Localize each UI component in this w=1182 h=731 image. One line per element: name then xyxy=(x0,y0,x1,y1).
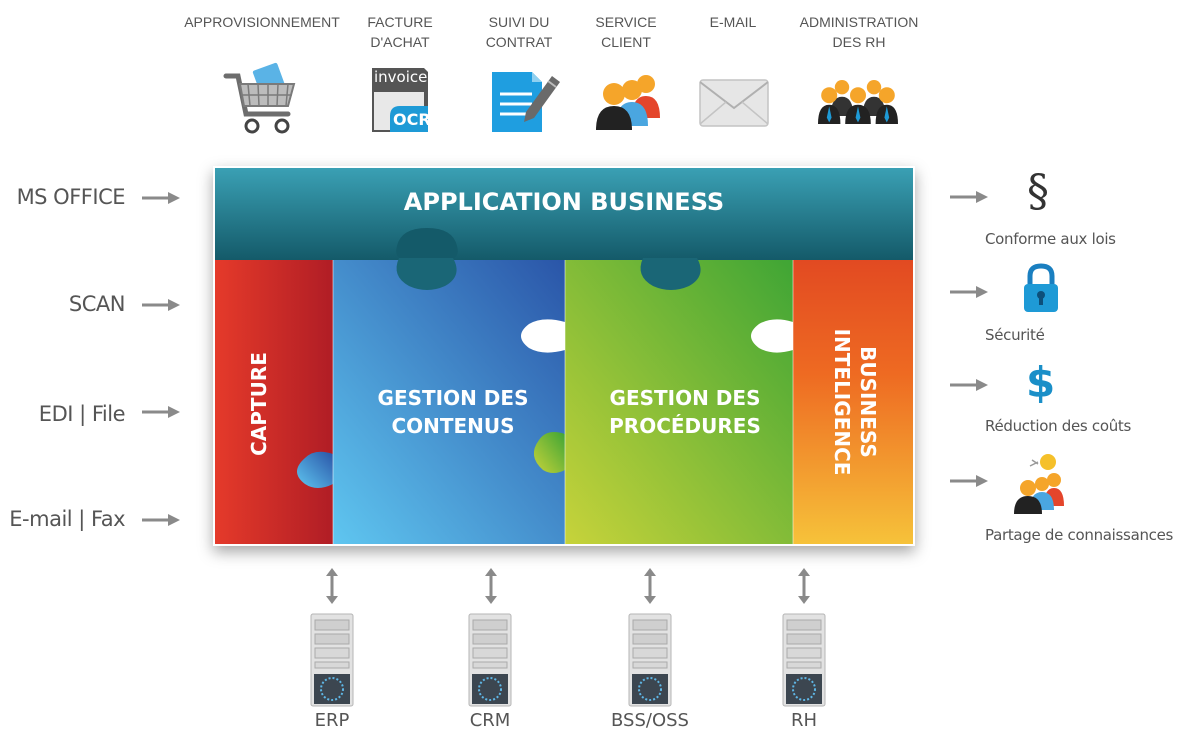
arrow-right-icon xyxy=(950,475,988,487)
top-label: E-MAIL xyxy=(709,14,757,30)
piece-capture-label: CAPTURE xyxy=(247,352,271,456)
arrow-right-icon xyxy=(142,299,180,311)
top-label: APPROVISIONNEMENT xyxy=(184,14,340,30)
top-label: FACTURE D'ACHAT xyxy=(367,14,433,50)
puzzle-frame: APPLICATION BUSINESS CAPTURE GESTION DES… xyxy=(213,166,915,546)
piece-contenus-label: GESTION DES CONTENUS xyxy=(377,386,529,438)
arrow-right-icon xyxy=(142,192,180,204)
server-tower-icon xyxy=(782,613,826,707)
dollar-icon: $ xyxy=(1026,358,1056,407)
knowledge-sharing-icon xyxy=(1014,454,1064,514)
input-label: EDI | File xyxy=(38,402,126,426)
padlock-icon xyxy=(1024,263,1058,312)
system-label: ERP xyxy=(314,710,350,731)
puzzle-graphic xyxy=(215,168,913,544)
bidirectional-arrow-icon xyxy=(326,568,338,604)
input-label: E-mail | Fax xyxy=(9,507,125,531)
top-label: SUIVI DU CONTRAT xyxy=(485,14,553,50)
business-team-icon xyxy=(818,80,898,124)
arrow-right-icon xyxy=(950,191,988,203)
system-label: RH xyxy=(790,710,818,731)
bidirectional-arrow-icon xyxy=(644,568,656,604)
arrow-right-icon xyxy=(142,514,180,526)
server-tower-icon xyxy=(468,613,512,707)
system-label: BSS/OSS xyxy=(611,710,689,731)
output-label: Partage de connaissances xyxy=(985,526,1174,544)
bidirectional-arrow-icon xyxy=(798,568,810,604)
ocr-icon-text: OCR xyxy=(393,110,431,129)
input-label: SCAN xyxy=(68,292,126,316)
output-label: Réduction des coûts xyxy=(985,417,1132,435)
output-label: Sécurité xyxy=(985,326,1045,344)
section-sign-icon: § xyxy=(1027,166,1049,217)
output-label: Conforme aux lois xyxy=(985,230,1116,248)
system-label: CRM xyxy=(469,710,511,731)
arrow-right-icon xyxy=(950,379,988,391)
shopping-cart-icon xyxy=(223,62,296,134)
server-tower-icon xyxy=(628,613,672,707)
envelope-icon xyxy=(699,79,769,127)
bidirectional-arrow-icon xyxy=(485,568,497,604)
header-application-business: APPLICATION BUSINESS xyxy=(403,188,725,216)
invoice-ocr-icon: invoice OCR xyxy=(360,62,440,138)
people-group-icon xyxy=(596,75,660,130)
invoice-icon-text: invoice xyxy=(374,68,428,86)
document-pencil-icon xyxy=(492,72,560,132)
server-tower-icon xyxy=(310,613,354,707)
piece-bi-label: BUSINESS INTELIGENCE xyxy=(830,328,880,476)
input-label: MS OFFICE xyxy=(16,185,126,209)
arrow-right-icon xyxy=(950,286,988,298)
piece-procedures-label: GESTION DES PROCÉDURES xyxy=(609,386,761,438)
arrow-right-icon xyxy=(142,406,180,418)
top-label: SERVICE CLIENT xyxy=(595,14,657,50)
top-label: ADMINISTRATION DES RH xyxy=(799,14,919,50)
